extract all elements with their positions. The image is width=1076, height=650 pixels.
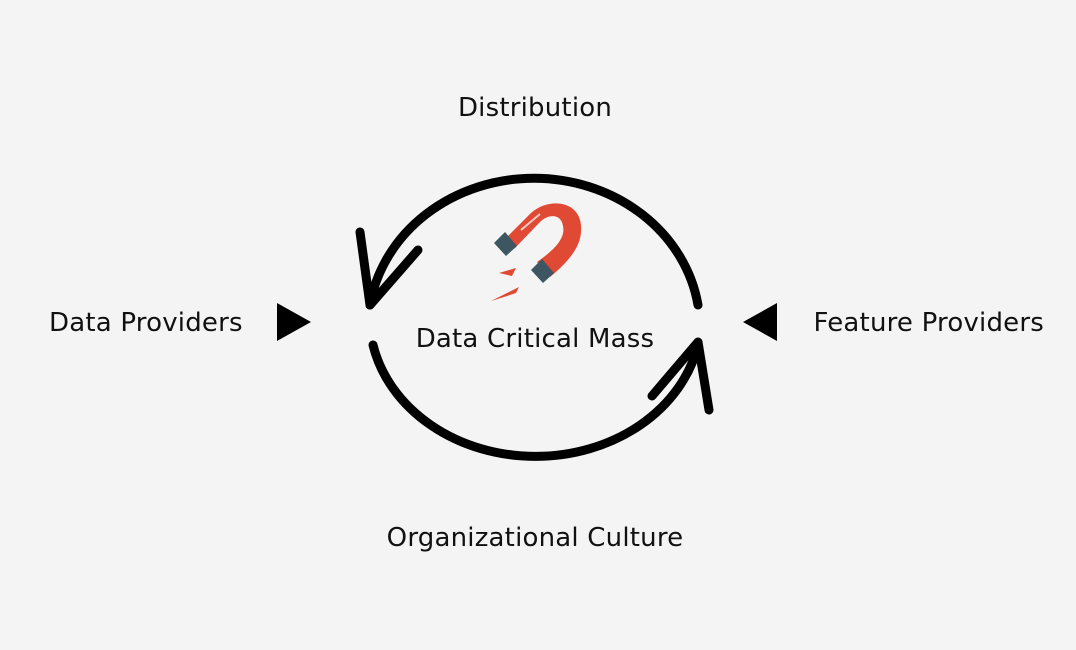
right-input-triangle	[743, 303, 777, 341]
magnet-icon	[491, 203, 582, 301]
upper-cycle-arrow	[365, 173, 703, 310]
data-critical-mass-label: Data Critical Mass	[415, 324, 655, 354]
distribution-label: Distribution	[457, 93, 613, 123]
lower-arrowhead	[647, 337, 714, 415]
feature-providers-label: Feature Providers	[813, 308, 1044, 338]
data-providers-label: Data Providers	[49, 308, 243, 338]
organizational-culture-label: Organizational Culture	[386, 523, 684, 553]
left-input-triangle	[277, 303, 311, 341]
lower-cycle-arrow	[368, 340, 703, 461]
upper-arrowhead	[355, 227, 423, 310]
